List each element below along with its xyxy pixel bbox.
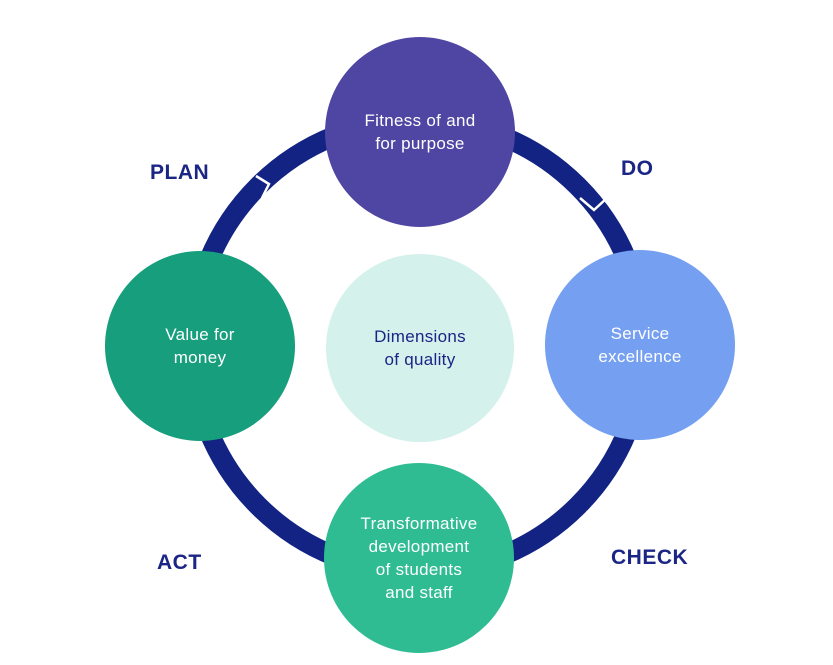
node-service-excellence: Service excellence	[545, 250, 735, 440]
node-dimensions-of-quality: Dimensions of quality	[326, 254, 514, 442]
arrow-chevron-plan	[255, 174, 271, 199]
stage-label-check: CHECK	[611, 546, 689, 569]
node-value-for-money: Value for money	[105, 251, 295, 441]
node-label: Transformative development of students a…	[360, 514, 478, 602]
node-label: Value for money	[165, 325, 235, 367]
arrow-chevron-act	[243, 519, 258, 543]
arrow-chevron-do	[579, 197, 608, 212]
stage-label-plan: PLAN	[150, 161, 210, 184]
node-fitness-of-purpose: Fitness of and for purpose	[325, 37, 515, 227]
node-label: Dimensions of quality	[374, 327, 466, 369]
stage-label-act: ACT	[157, 551, 202, 574]
node-label: Fitness of and for purpose	[364, 111, 476, 153]
node-label: Service excellence	[598, 324, 682, 366]
arrow-chevron-check	[580, 510, 598, 531]
node-transformative-development: Transformative development of students a…	[324, 463, 514, 653]
stage-label-do: DO	[621, 157, 654, 180]
